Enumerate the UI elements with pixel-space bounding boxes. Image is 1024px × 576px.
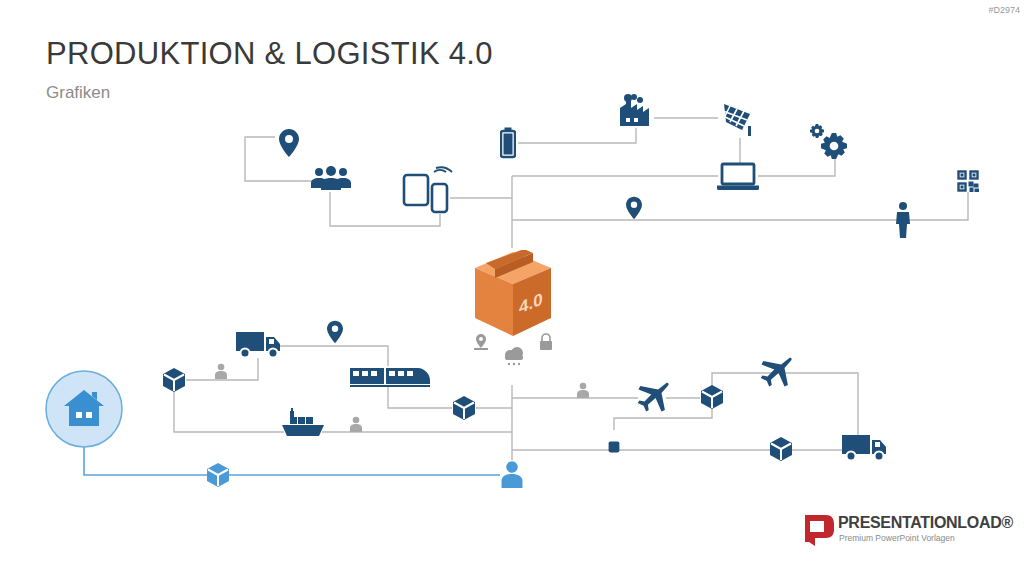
status-icons xyxy=(474,334,552,365)
logo-text: PRESENTATIONLOAD® xyxy=(838,514,1013,532)
logo-mark xyxy=(805,515,834,546)
slide-title: PRODUKTION & LOGISTIK 4.0 xyxy=(46,36,493,72)
subtitle: Grafiken xyxy=(46,83,110,103)
small-persons xyxy=(215,364,589,432)
wires xyxy=(174,118,968,460)
transport-icons xyxy=(163,321,886,463)
parcel-box: 4.0 xyxy=(472,250,554,338)
slide-id: #D2974 xyxy=(988,5,1020,15)
icons xyxy=(279,94,979,238)
home-route xyxy=(46,371,523,488)
logo-tagline: Premium PowerPoint Vorlagen xyxy=(839,533,955,543)
